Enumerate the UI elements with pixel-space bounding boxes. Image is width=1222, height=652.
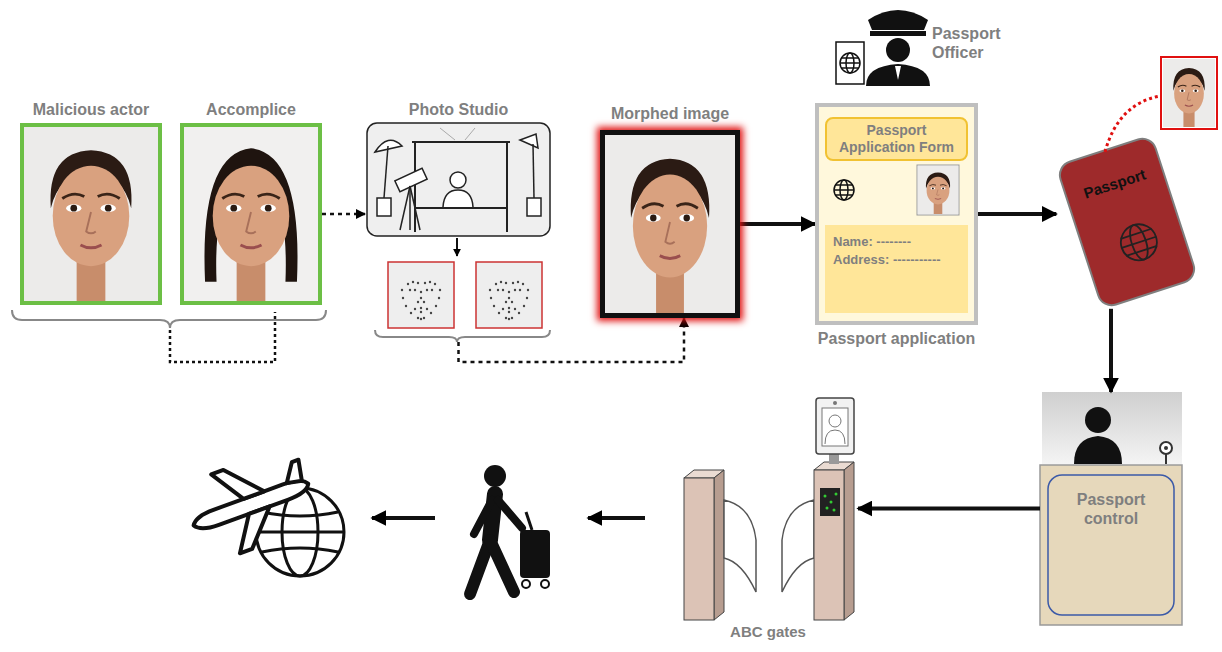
photo-heading: Malicious actor bbox=[33, 100, 149, 119]
passport-book: Passport bbox=[1056, 135, 1197, 309]
photo-frame: Malicious actor bbox=[20, 123, 162, 305]
application-box: Passport applicationPassport Application… bbox=[815, 103, 978, 325]
globe-icon bbox=[834, 180, 854, 200]
form-fields-box: Name: --------Address: ----------- bbox=[825, 225, 968, 313]
dotted-arrow bbox=[322, 213, 365, 216]
passport-control-desk: Passport control bbox=[1040, 392, 1182, 625]
photo-studio: Photo Studio bbox=[365, 100, 552, 342]
plane-globe-icon bbox=[179, 444, 344, 576]
link-to-photo bbox=[1105, 96, 1160, 152]
flow-arrow bbox=[978, 212, 1056, 216]
flow-arrow bbox=[1109, 309, 1113, 392]
photo-heading: Accomplice bbox=[206, 100, 296, 119]
studio-illustration bbox=[367, 123, 550, 342]
gates-label: ABC gates bbox=[730, 622, 806, 641]
abc-gate-illustration bbox=[684, 398, 854, 620]
morphed-image-frame: Morphed image bbox=[600, 130, 740, 318]
morph-heading: Morphed image bbox=[611, 104, 729, 123]
flow-arrow bbox=[740, 222, 815, 226]
studio-heading: Photo Studio bbox=[409, 100, 509, 119]
photo-thumb-frame bbox=[917, 165, 959, 215]
bracket bbox=[12, 310, 326, 328]
flow-arrow bbox=[588, 516, 645, 520]
form-title: Passport Application Form bbox=[831, 122, 962, 156]
passport-officer-icon bbox=[836, 10, 930, 86]
form-field: Address: ----------- bbox=[833, 251, 960, 269]
accomplice-photo bbox=[184, 127, 318, 301]
abc-gates: ABC gates bbox=[678, 395, 858, 618]
passport-control-illustration bbox=[1040, 392, 1182, 625]
dotted-arrow bbox=[459, 318, 685, 362]
photo-thumb bbox=[918, 166, 958, 214]
dotted-link bbox=[170, 312, 275, 362]
passport-title: Passport bbox=[1081, 165, 1148, 202]
officer-label: Passport Officer bbox=[932, 24, 1022, 62]
photo-frame: Accomplice bbox=[180, 123, 322, 305]
form-ground bbox=[817, 105, 976, 323]
application-label: Passport application bbox=[818, 329, 975, 348]
inset-frame bbox=[1161, 57, 1217, 129]
actor-photo bbox=[24, 127, 158, 301]
control-label: Passport control bbox=[1061, 490, 1161, 528]
flow-arrow bbox=[372, 516, 435, 520]
inset-photo bbox=[1163, 59, 1215, 127]
form-field: Name: -------- bbox=[833, 233, 960, 251]
passport-cover bbox=[1056, 135, 1197, 309]
morphed-photo bbox=[605, 135, 735, 313]
traveller-icon bbox=[470, 465, 550, 594]
form-title-box: Passport Application Form bbox=[825, 117, 968, 161]
flow-arrow bbox=[858, 507, 1040, 511]
